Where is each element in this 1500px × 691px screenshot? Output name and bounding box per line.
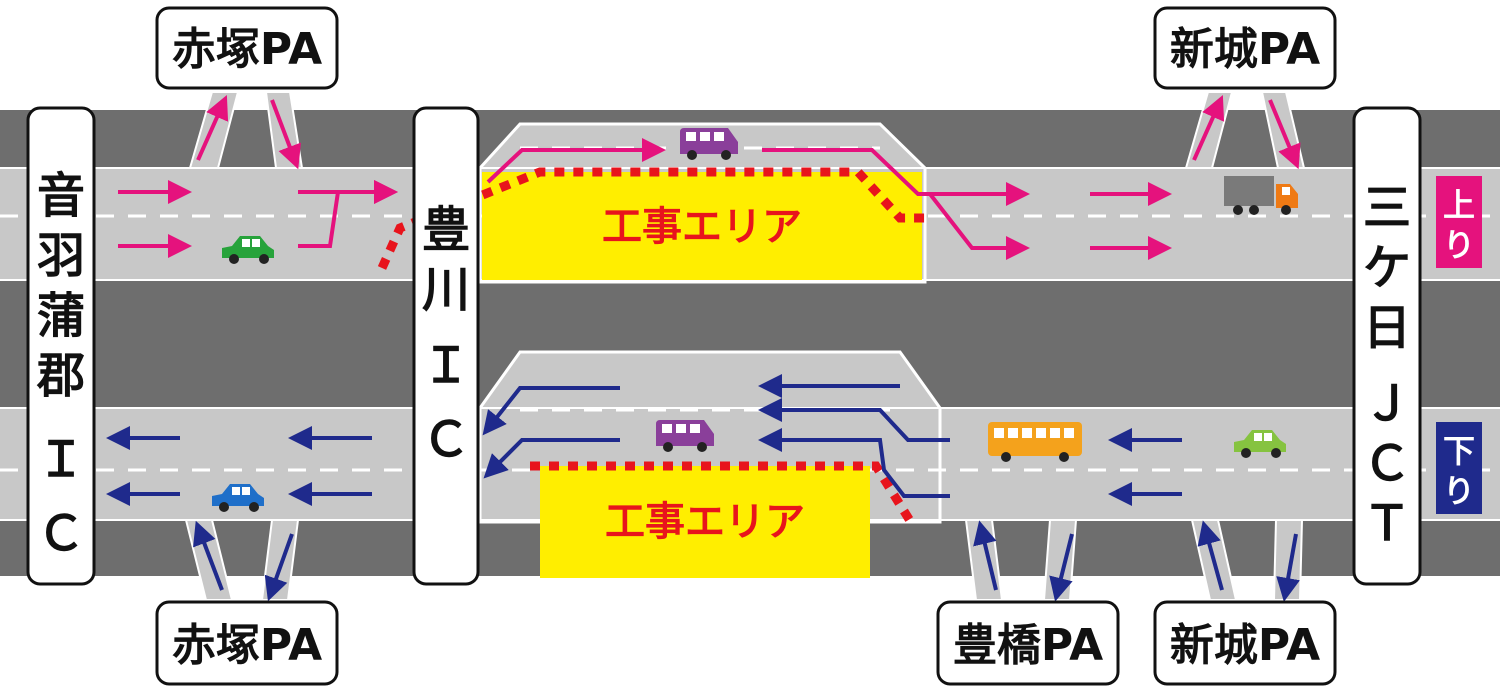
up-direction-arrows bbox=[118, 95, 1301, 260]
down-badge-char: 下 bbox=[1443, 432, 1475, 470]
right-jct-char: ケ bbox=[1363, 240, 1411, 296]
left-ic-char: 音 bbox=[37, 168, 85, 224]
van-icon bbox=[680, 128, 738, 160]
right-jct-char: Ｃ bbox=[1363, 436, 1411, 492]
pa-label-bottom-left: 赤塚PA bbox=[155, 600, 339, 686]
down-badge-char: り bbox=[1443, 472, 1475, 510]
svg-text:新城PA: 新城PA bbox=[1170, 620, 1320, 671]
left-ic-char: Ｉ bbox=[37, 432, 85, 488]
right-jct-char: 日 bbox=[1363, 300, 1411, 356]
left-ic-char: 郡 bbox=[36, 348, 85, 404]
right-jct-char: Ｊ bbox=[1363, 376, 1411, 432]
up-direction-badge: 上 り bbox=[1436, 176, 1482, 268]
center-ic-char: Ｃ bbox=[422, 412, 470, 468]
interchange-center: 豊 川 Ｉ Ｃ bbox=[412, 106, 480, 586]
construction-zone-lower: 工事エリア bbox=[530, 461, 916, 578]
left-ic-char: Ｃ bbox=[37, 506, 85, 562]
left-ic-char: 蒲 bbox=[37, 288, 85, 344]
construction-label-upper: 工事エリア bbox=[602, 204, 802, 250]
up-badge-char: 上 bbox=[1443, 186, 1475, 224]
up-badge-char: り bbox=[1443, 226, 1475, 264]
pa-label-top-left: 赤塚PA bbox=[155, 6, 339, 90]
interchange-left: 音 羽 蒲 郡 Ｉ Ｃ bbox=[26, 106, 96, 586]
van-icon bbox=[656, 420, 714, 452]
car-icon bbox=[1234, 430, 1286, 458]
center-ic-char: Ｉ bbox=[422, 338, 470, 394]
bus-icon bbox=[988, 422, 1082, 462]
pa-label-bottom-right: 新城PA bbox=[1153, 600, 1337, 686]
left-ic-char: 羽 bbox=[37, 228, 85, 284]
down-direction-arrows bbox=[106, 374, 1300, 602]
svg-text:新城PA: 新城PA bbox=[1170, 24, 1320, 75]
pa-label-top-right: 新城PA bbox=[1153, 6, 1337, 90]
interchange-right: 三 ケ 日 Ｊ Ｃ Ｔ bbox=[1352, 106, 1422, 586]
car-icon bbox=[212, 484, 264, 512]
truck-icon bbox=[1224, 176, 1298, 215]
center-ic-char: 豊 bbox=[422, 202, 470, 258]
construction-label-lower: 工事エリア bbox=[605, 499, 805, 545]
center-ic-char: 川 bbox=[422, 262, 470, 318]
construction-zone-upper: 工事エリア bbox=[377, 167, 925, 280]
svg-text:赤塚PA: 赤塚PA bbox=[172, 24, 322, 75]
right-jct-char: 三 bbox=[1363, 180, 1411, 236]
car-icon bbox=[222, 236, 274, 264]
pa-label-bottom-middle: 豊橋PA bbox=[936, 600, 1120, 686]
right-jct-char: Ｔ bbox=[1363, 496, 1411, 552]
svg-text:豊橋PA: 豊橋PA bbox=[953, 620, 1103, 671]
down-direction-badge: 下 り bbox=[1436, 422, 1482, 514]
svg-text:赤塚PA: 赤塚PA bbox=[172, 620, 322, 671]
